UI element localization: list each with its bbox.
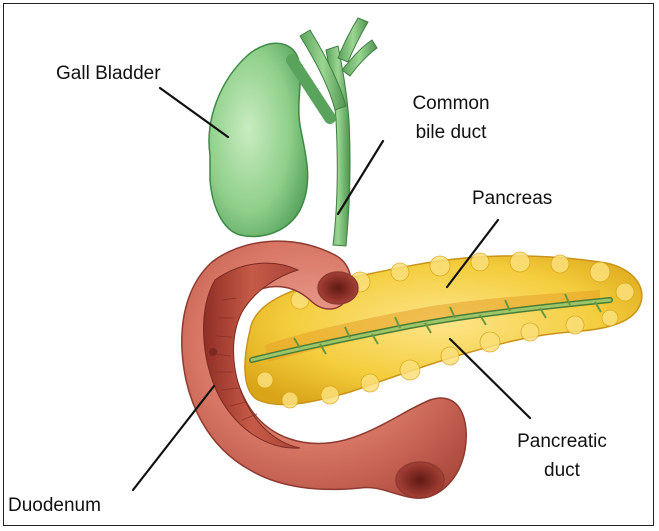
label-pancreas: Pancreas (472, 187, 552, 210)
label-duodenum: Duodenum (8, 494, 101, 517)
label-pancreatic-duct: Pancreatic duct (502, 430, 622, 482)
label-common-bile-duct-line1: Common (396, 92, 506, 115)
leader-duodenum (133, 386, 214, 490)
label-common-bile-duct-line2: bile duct (396, 121, 506, 144)
label-pancreatic-duct-line1: Pancreatic (502, 430, 622, 453)
label-gall-bladder: Gall Bladder (56, 62, 161, 85)
gall-bladder-shape (209, 43, 330, 236)
label-pancreatic-duct-line2: duct (502, 459, 622, 482)
label-common-bile-duct: Common bile duct (396, 92, 506, 144)
